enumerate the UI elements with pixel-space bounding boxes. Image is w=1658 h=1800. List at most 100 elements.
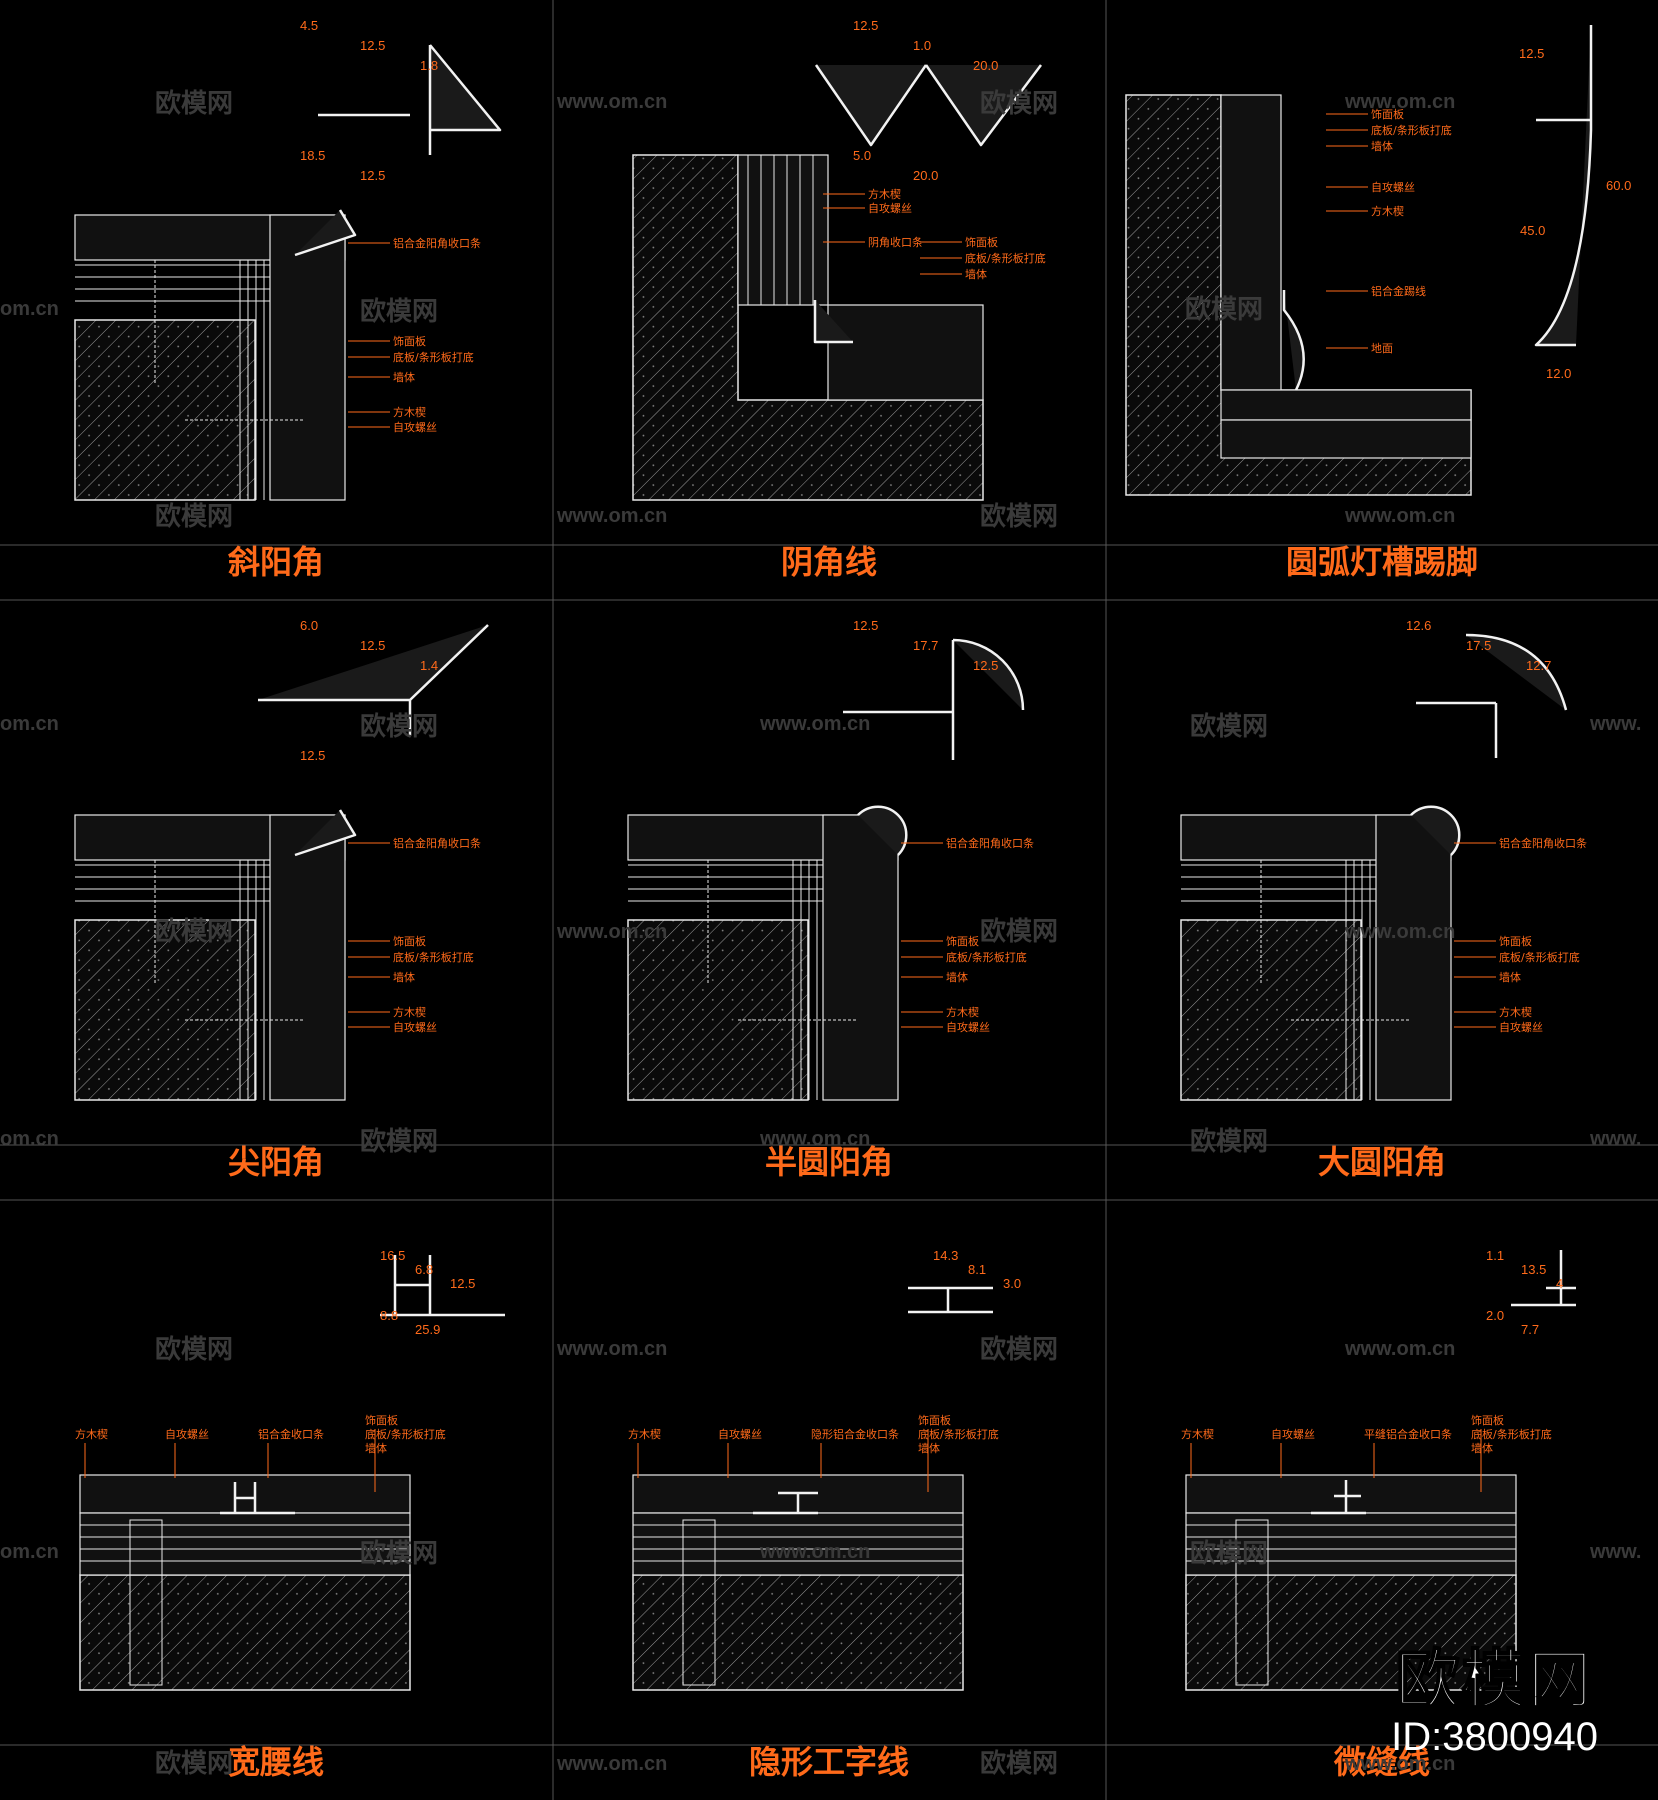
dimension-value: 6.8 (415, 1262, 433, 1277)
detail-panel: 斜阳角铝合金阳角收口条饰面板底板/条形板打底墙体方木楔自攻螺丝4.512.51.… (74, 18, 502, 581)
callout-label: 墙体 (393, 970, 415, 984)
callout-label: 底板/条形板打底 (918, 1427, 999, 1441)
dimension-value: 5.0 (853, 148, 871, 163)
watermark-url: www.om.cn (759, 1541, 870, 1563)
dimension-value: 12.5 (360, 638, 385, 653)
watermark-edge2: www. (1589, 1541, 1641, 1563)
watermark-url: www.om.cn (556, 1338, 667, 1360)
watermark-edge: om.cn (0, 298, 59, 320)
wall-section (1180, 919, 1362, 1101)
watermark-url: www.om.cn (1344, 505, 1455, 527)
dimension-value: 1.1 (1486, 1248, 1504, 1263)
corner-profile (294, 209, 357, 257)
callout-label: 铝合金收口条 (258, 1427, 324, 1441)
watermark-cn: 欧模网 (360, 1538, 438, 1569)
dimension-value: 12.0 (1546, 366, 1571, 381)
watermark-cn: 欧模网 (360, 711, 438, 742)
callout-label: 自攻螺丝 (1371, 180, 1415, 194)
inside-corner-profile (813, 300, 853, 344)
base-board (79, 1512, 411, 1576)
corner-logo: 欧模网 ID:3800940 (1391, 1629, 1598, 1760)
dimension-value: 16.5 (380, 1248, 405, 1263)
callout-label: 饰面板 (1371, 107, 1404, 121)
callout-label: 饰面板 (393, 934, 426, 948)
callout-label: 方木楔 (946, 1005, 979, 1019)
dimension-value: 17.7 (913, 638, 938, 653)
watermark-cn: 欧模网 (155, 1748, 233, 1779)
panel-title: 半圆阳角 (765, 1143, 893, 1181)
callout-label: 铝合金阳角收口条 (1499, 836, 1587, 850)
callout-label: 方木楔 (1499, 1005, 1532, 1019)
callout-label: 底板/条形板打底 (365, 1427, 446, 1441)
skirting-profile (1282, 290, 1305, 391)
profile-drawing (814, 64, 1042, 147)
watermark-cn: 欧模网 (1190, 1538, 1268, 1569)
dimension-value: 14.3 (933, 1248, 958, 1263)
watermark-edge2: www. (1589, 713, 1641, 735)
panel-title: 斜阳角 (228, 543, 324, 581)
panel-title: 大圆阳角 (1318, 1143, 1446, 1181)
watermark-url: www.om.cn (1344, 1338, 1455, 1360)
dimension-value: 12.5 (360, 38, 385, 53)
profile-drawing (908, 1286, 993, 1314)
callout-label: 底板/条形板打底 (393, 950, 474, 964)
dimension-value: 12.5 (300, 748, 325, 763)
dimension-value: 12.6 (1406, 618, 1431, 633)
callout-label: 底板/条形板打底 (1471, 1427, 1552, 1441)
dimension-value: 12.5 (450, 1276, 475, 1291)
wood-block (1235, 1519, 1269, 1686)
callout-label: 阴角收口条 (868, 235, 923, 249)
watermarks: 欧模网 www.om.cn 欧模网 www.om.cn om.cn 欧模网 欧模… (0, 88, 1641, 1779)
side-board (1375, 814, 1452, 1101)
profile-drawing (1511, 1250, 1576, 1307)
callout-label: 饰面板 (1471, 1413, 1504, 1427)
dimension-value: 12.5 (360, 168, 385, 183)
section-profile (1311, 1480, 1366, 1515)
dimension-value: 1.0 (913, 38, 931, 53)
horizontal-board (827, 304, 984, 401)
callout-label: 墙体 (946, 970, 968, 984)
floor-finish (1220, 389, 1472, 421)
callout-label: 底板/条形板打底 (393, 350, 474, 364)
watermark-cn: 欧模网 (980, 1334, 1058, 1365)
detail-panel: 阴角线方木楔自攻螺丝阴角收口条饰面板底板/条形板打底墙体12.51.020.05… (632, 18, 1046, 581)
watermark-edge2: www. (1589, 1128, 1641, 1150)
profile-drawing (318, 44, 502, 155)
callout-label: 底板/条形板打底 (1371, 123, 1452, 137)
dimension-value: 12.5 (973, 658, 998, 673)
callout-label: 自攻螺丝 (718, 1427, 762, 1441)
watermark-cn: 欧模网 (980, 1748, 1058, 1779)
callout-label: 自攻螺丝 (1499, 1020, 1543, 1034)
dimension-value: 4.5 (300, 18, 318, 33)
profile-drawing (380, 1255, 505, 1317)
callout-label: 底板/条形板打底 (1499, 950, 1580, 964)
dimension-value: 1.4 (420, 658, 438, 673)
wall-section (1185, 1574, 1517, 1691)
section-profile (753, 1491, 818, 1515)
callout-label: 饰面板 (965, 235, 998, 249)
face-board (1185, 1474, 1517, 1514)
floor-screed (1220, 419, 1472, 459)
profile-drawing (843, 638, 1025, 760)
dimension-value: 12.7 (1526, 658, 1551, 673)
callout-label: 地面 (1371, 342, 1393, 355)
watermark-url: www.om.cn (759, 1128, 870, 1150)
watermark-url: www.om.cn (556, 921, 667, 943)
watermark-cn: 欧模网 (1190, 1126, 1268, 1157)
dimension-value: 6.0 (300, 618, 318, 633)
watermark-url: www.om.cn (556, 505, 667, 527)
side-board (1220, 94, 1282, 391)
watermark-cn: 欧模网 (360, 1126, 438, 1157)
detail-panel: 大圆阳角铝合金阳角收口条饰面板底板/条形板打底墙体方木楔自攻螺丝12.617.5… (1180, 618, 1587, 1181)
detail-panel: 微缝线方木楔自攻螺丝平缝铝合金收口条饰面板底板/条形板打底墙体1.113.542… (1181, 1248, 1576, 1781)
callout-label: 墙体 (1371, 139, 1393, 153)
dimension-value: 1.8 (420, 58, 438, 73)
watermark-cn: 欧模网 (155, 501, 233, 532)
side-board (269, 814, 346, 1101)
wall-section (79, 1574, 411, 1691)
callout-label: 自攻螺丝 (1271, 1427, 1315, 1441)
panel-title: 隐形工字线 (749, 1743, 909, 1781)
logo-id: ID:3800940 (1391, 1715, 1598, 1759)
callout-label: 方木楔 (393, 405, 426, 419)
